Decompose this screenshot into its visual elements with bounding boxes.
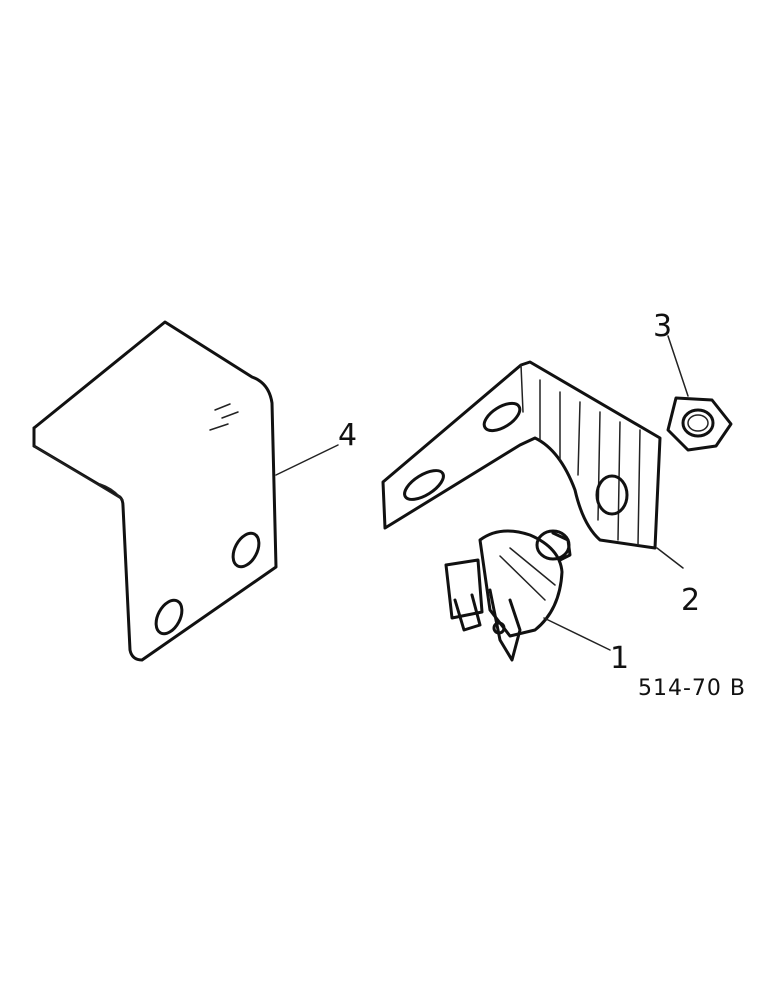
bracket-hole (154, 598, 184, 636)
hex-nut-part (666, 396, 733, 452)
leader-line-2 (656, 547, 684, 569)
callout-1: 1 (610, 641, 629, 676)
large-bracket-part (32, 320, 278, 662)
pressure-switch-part (444, 529, 572, 662)
slot-hole (403, 469, 445, 501)
callout-2: 2 (681, 583, 700, 618)
round-hole (595, 474, 629, 516)
callout-3: 3 (653, 309, 672, 344)
callout-4: 4 (338, 418, 357, 453)
small-bracket-part (381, 360, 662, 550)
figure-reference: 514-70 B (638, 676, 746, 701)
leader-line-3 (667, 335, 689, 397)
leader-line-4 (275, 444, 339, 476)
slot-hole (482, 401, 522, 433)
leader-line-1 (543, 617, 611, 651)
bracket-hole (231, 531, 261, 569)
